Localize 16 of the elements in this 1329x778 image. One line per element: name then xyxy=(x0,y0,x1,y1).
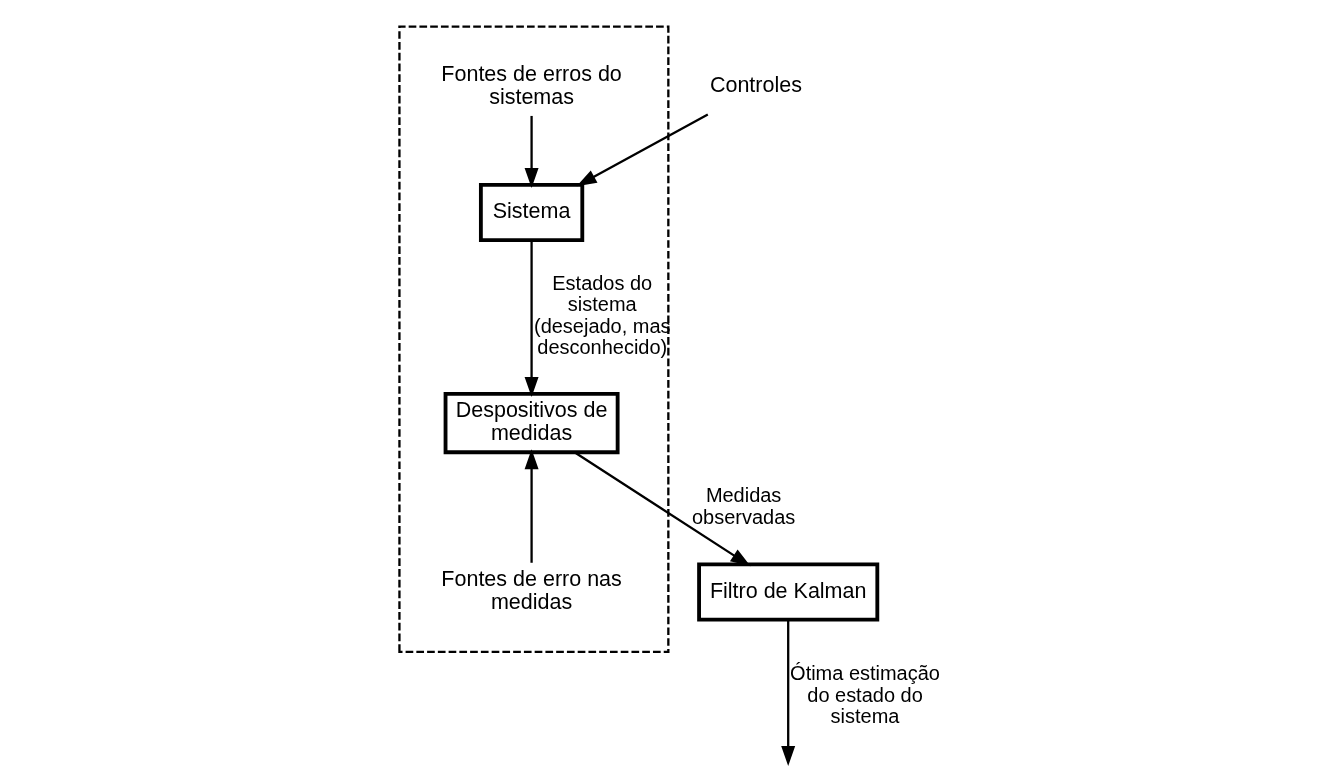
node-box: Sistema xyxy=(478,182,585,243)
node-text: Controles xyxy=(709,73,802,98)
edge-label: Ótima estimação do estado do sistema xyxy=(790,662,940,728)
arrow xyxy=(781,620,796,767)
node-text: Fontes de erro nas medidas xyxy=(441,567,622,615)
edge-label: Estados do sistema (desejado, mas desconhecido) xyxy=(534,271,671,359)
arrow xyxy=(524,115,539,188)
arrow xyxy=(576,113,709,187)
arrow xyxy=(524,240,539,397)
node-text: Fontes de erros do sistemas xyxy=(441,61,622,109)
node-box: Despositivos de medidas xyxy=(443,391,620,455)
node-box: Filtro de Kalman xyxy=(697,562,880,622)
arrow xyxy=(573,451,751,567)
arrow xyxy=(524,449,539,563)
edge-label: Medidas observadas xyxy=(692,484,796,528)
cluster xyxy=(398,25,670,654)
